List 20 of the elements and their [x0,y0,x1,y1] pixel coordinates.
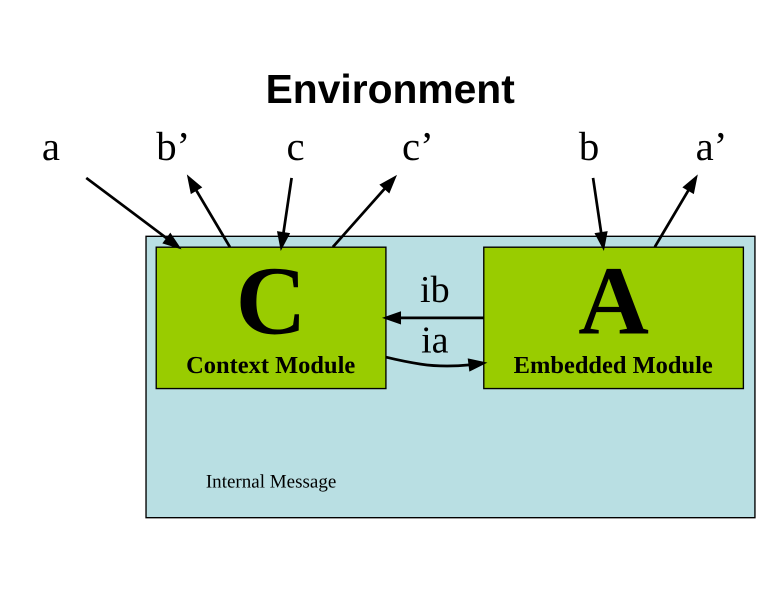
label: Internal Message [206,471,336,492]
cluster [145,236,756,518]
arrow [276,178,293,252]
arrow [85,176,182,250]
node-text: b [578,124,600,170]
diagram-title: Environment [266,66,515,112]
edge-label: ib [420,269,450,312]
arrow [386,356,488,372]
node-box: A Embedded Module [483,246,744,390]
node-text: a’ [696,124,728,170]
arrow [654,174,698,248]
node-box: C Context Module [156,246,387,390]
node-text: c’ [402,124,434,170]
arrow [592,178,608,252]
node-text: c [286,124,305,170]
node-text: a [42,124,60,170]
arrow [186,174,231,248]
node-text: b’ [156,124,190,170]
arrow [382,311,484,325]
edge-label: ia [421,319,449,362]
